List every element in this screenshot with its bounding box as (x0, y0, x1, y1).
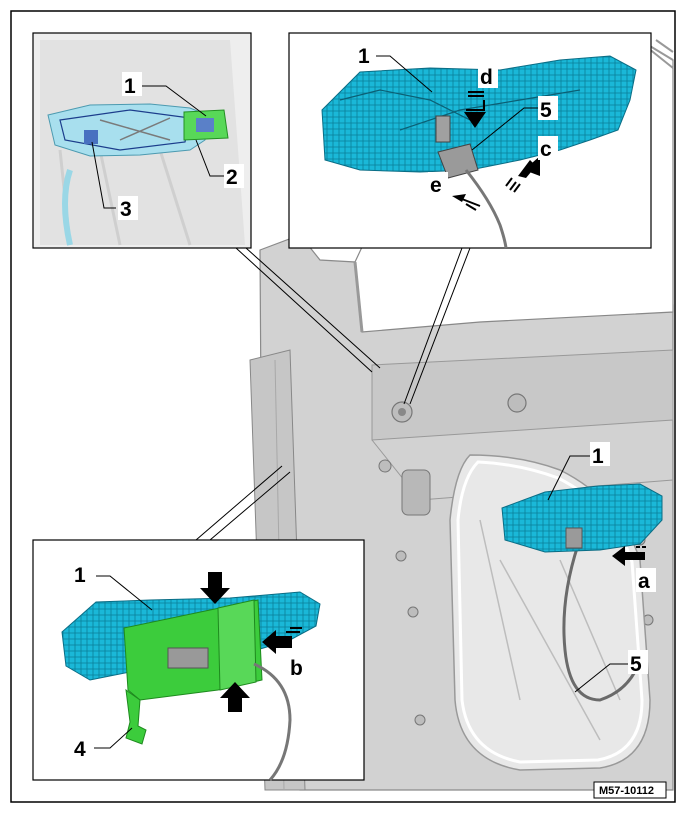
label-tl-part1: 1 (124, 75, 136, 98)
arrow-down-bl (200, 572, 230, 604)
arrow-up-bl (220, 682, 250, 712)
label-tl-part3: 3 (120, 198, 132, 221)
handle-carrier-main (501, 483, 663, 553)
label-bl-arrow-b: b (290, 657, 303, 680)
label-tr-part1: 1 (358, 45, 370, 68)
label-tl-part2: 2 (226, 166, 238, 189)
label-main-part1: 1 (592, 445, 604, 468)
label-main-arrow-a: a (638, 570, 650, 593)
arrow-d (464, 91, 486, 128)
arrow-a (612, 546, 646, 566)
arrow-e (452, 194, 481, 211)
label-tr-arrow-e: e (430, 174, 442, 197)
arrow-b (262, 627, 302, 654)
arrow-c (505, 156, 540, 193)
label-bl-part4: 4 (74, 738, 86, 761)
figure-id: M57-10112 (599, 785, 654, 797)
inset-top-left (32, 32, 252, 249)
label-main-part5: 5 (630, 653, 642, 676)
label-tr-arrow-d: d (480, 66, 493, 89)
label-tr-arrow-c: c (540, 138, 552, 161)
inset-top-right (288, 32, 652, 249)
label-tr-part5: 5 (540, 99, 552, 122)
label-bl-part1: 1 (74, 564, 86, 587)
